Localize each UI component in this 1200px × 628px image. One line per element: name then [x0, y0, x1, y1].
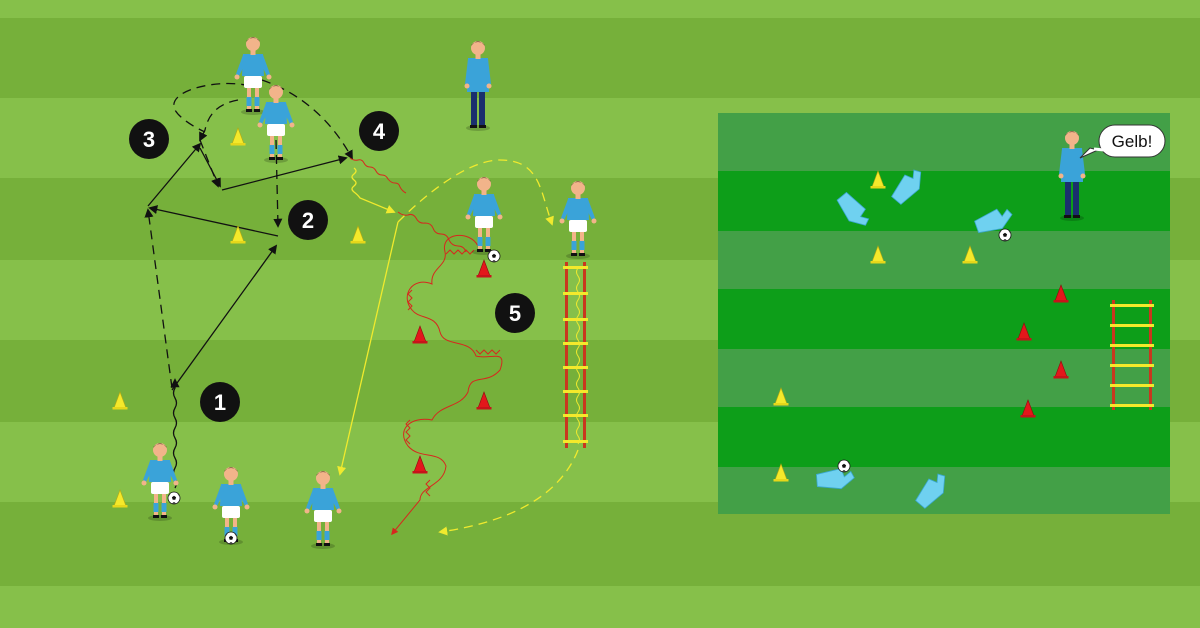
inset-ladder: [1110, 300, 1154, 410]
ball-icon: [998, 228, 1012, 242]
svg-text:4: 4: [373, 119, 386, 144]
step-label-4: 4: [359, 111, 399, 151]
dribble-path-red: [349, 157, 503, 536]
step-label-2: 2: [288, 200, 328, 240]
agility-ladder-icon: [1110, 304, 1154, 407]
agility-ladder-icon: [563, 262, 588, 448]
svg-text:2: 2: [302, 208, 314, 233]
svg-text:1: 1: [214, 390, 226, 415]
svg-text:3: 3: [143, 127, 155, 152]
ball-icon: [224, 531, 238, 545]
ball-icon: [837, 459, 851, 473]
pass-path-yellow: [337, 159, 579, 536]
step-label-3: 3: [129, 119, 169, 159]
speech-bubble-icon: Gelb!: [1079, 124, 1166, 159]
ball-icon: [167, 491, 181, 505]
speech-bubble-text: Gelb!: [1112, 132, 1153, 151]
step-label-5: 5: [495, 293, 535, 333]
svg-text:5: 5: [509, 301, 521, 326]
passing-pattern: [144, 79, 353, 489]
step-labels: 1 2 3 4 5: [129, 111, 535, 422]
step-label-1: 1: [200, 382, 240, 422]
ball-icon: [487, 249, 501, 263]
inset-field: [718, 113, 1170, 514]
